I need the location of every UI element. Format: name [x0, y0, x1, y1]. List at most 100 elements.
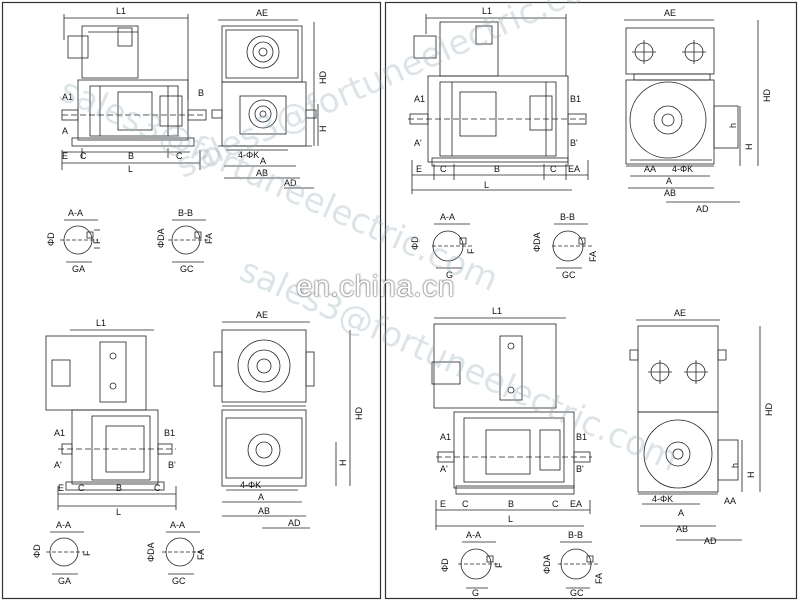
bl-label-l1: L1	[96, 318, 106, 328]
tr-front-view	[624, 19, 759, 203]
tl-label-k: 4-ΦK	[238, 150, 259, 160]
br-label-h: H	[746, 472, 756, 479]
tl-section-a	[60, 219, 100, 263]
bl-sec2-title: A-A	[170, 520, 185, 530]
bl-label-c2: C	[154, 483, 161, 493]
tl-label-e: E	[62, 151, 68, 161]
tr-label-ab: AB	[664, 188, 676, 198]
tl-sec2-f: FA	[204, 233, 214, 244]
drawing-bl	[45, 321, 351, 575]
br-front-view	[629, 319, 761, 541]
tr-label-l1: L1	[482, 6, 492, 16]
tr-section-b	[552, 223, 592, 269]
bl-sec1-title: A-A	[56, 520, 71, 530]
br-label-c: C	[462, 499, 469, 509]
tl-label-b: B	[198, 88, 204, 98]
tr-label-hd: HD	[762, 89, 772, 102]
bl-label-ad: AD	[288, 518, 301, 528]
tl-label-l1: L1	[116, 6, 126, 16]
br-side-view	[431, 317, 592, 530]
br-label-ea: EA	[570, 499, 582, 509]
br-label-ae: AE	[674, 308, 686, 318]
bl-label-ae: AE	[256, 310, 268, 320]
tr-label-k: 4-ΦK	[672, 164, 693, 174]
tr-sec1-f: F	[466, 248, 476, 254]
drawing-tr	[408, 14, 759, 269]
tl-label-hd: HD	[318, 71, 328, 84]
tl-label-a: A	[62, 126, 68, 136]
tr-side-view	[408, 14, 589, 194]
bl-label-adim: A	[258, 492, 264, 502]
tl-sec2-title: B-B	[178, 208, 193, 218]
bl-label-a: A'	[54, 460, 62, 470]
tr-sec1-title: A-A	[440, 212, 455, 222]
tl-label-adim: A	[260, 156, 266, 166]
tl-label-c2: C	[176, 151, 183, 161]
tr-label-ea: EA	[568, 164, 580, 174]
bl-front-view	[213, 321, 351, 529]
tl-label-c: C	[80, 151, 87, 161]
bl-sec1-g: GA	[58, 576, 71, 586]
tl-label-ae: AE	[256, 8, 268, 18]
bl-label-hd: HD	[354, 407, 364, 420]
tl-sec1-g: GA	[72, 264, 85, 274]
bl-label-a1: A1	[54, 428, 65, 438]
tl-label-a1: A1	[62, 92, 73, 102]
bl-label-l: L	[116, 507, 121, 517]
br-label-hd: HD	[764, 403, 774, 416]
tl-front-view	[211, 19, 319, 189]
br-label-ab: AB	[676, 524, 688, 534]
tr-label-c: C	[440, 164, 447, 174]
tr-sec2-f: FA	[588, 251, 598, 262]
br-label-a: A'	[440, 464, 448, 474]
br-label-adim: A	[678, 508, 684, 518]
tr-label-b1: B1	[570, 94, 581, 104]
br-label-bm: B	[508, 499, 514, 509]
tl-label-ab: AB	[256, 168, 268, 178]
tr-label-h: H	[744, 144, 754, 151]
br-label-c2: C	[552, 499, 559, 509]
tr-label-a1: A1	[414, 94, 425, 104]
left-panel-border	[1, 1, 382, 600]
tr-label-h-small: h	[728, 123, 738, 128]
br-section-a	[458, 541, 498, 589]
tl-sec2-g: GC	[180, 264, 194, 274]
right-panel-border	[384, 1, 798, 600]
bl-section-a	[46, 531, 84, 575]
bl-label-c: C	[78, 483, 85, 493]
br-label-b1: B1	[576, 432, 587, 442]
tl-label-ad: AD	[284, 178, 297, 188]
drawing-tl	[60, 14, 319, 263]
tl-section-b	[168, 219, 210, 263]
tl-side-view	[61, 14, 207, 170]
tl-label-h: H	[318, 126, 328, 133]
bl-sec2-dia: ΦDA	[146, 542, 156, 562]
br-label-aa: AA	[724, 496, 736, 506]
tr-label-adim: A	[666, 176, 672, 186]
tr-label-e: E	[416, 164, 422, 174]
br-sec2-g: GC	[570, 588, 584, 598]
br-label-l1: L1	[492, 306, 502, 316]
bl-label-bm: B	[116, 483, 122, 493]
tr-section-a	[432, 223, 472, 269]
bl-label-ab: AB	[258, 506, 270, 516]
tr-sec1-g: G	[446, 270, 453, 280]
br-label-e: E	[440, 499, 446, 509]
tr-label-a: A'	[414, 138, 422, 148]
tl-label-l: L	[128, 164, 133, 174]
bl-sec1-f: F	[82, 550, 92, 556]
tr-sec2-g: GC	[562, 270, 576, 280]
br-sec1-title: A-A	[466, 530, 481, 540]
br-label-l: L	[508, 514, 513, 524]
tr-sec2-title: B-B	[560, 212, 575, 222]
tr-label-c2: C	[550, 164, 557, 174]
br-label-ad: AD	[704, 536, 717, 546]
br-sec1-f: F	[494, 562, 504, 568]
drawing-br	[431, 317, 761, 589]
tr-label-l: L	[484, 180, 489, 190]
bl-label-b1: B1	[164, 428, 175, 438]
tr-label-b: B'	[570, 138, 578, 148]
br-label-a1: A1	[440, 432, 451, 442]
tr-label-aa: AA	[644, 164, 656, 174]
